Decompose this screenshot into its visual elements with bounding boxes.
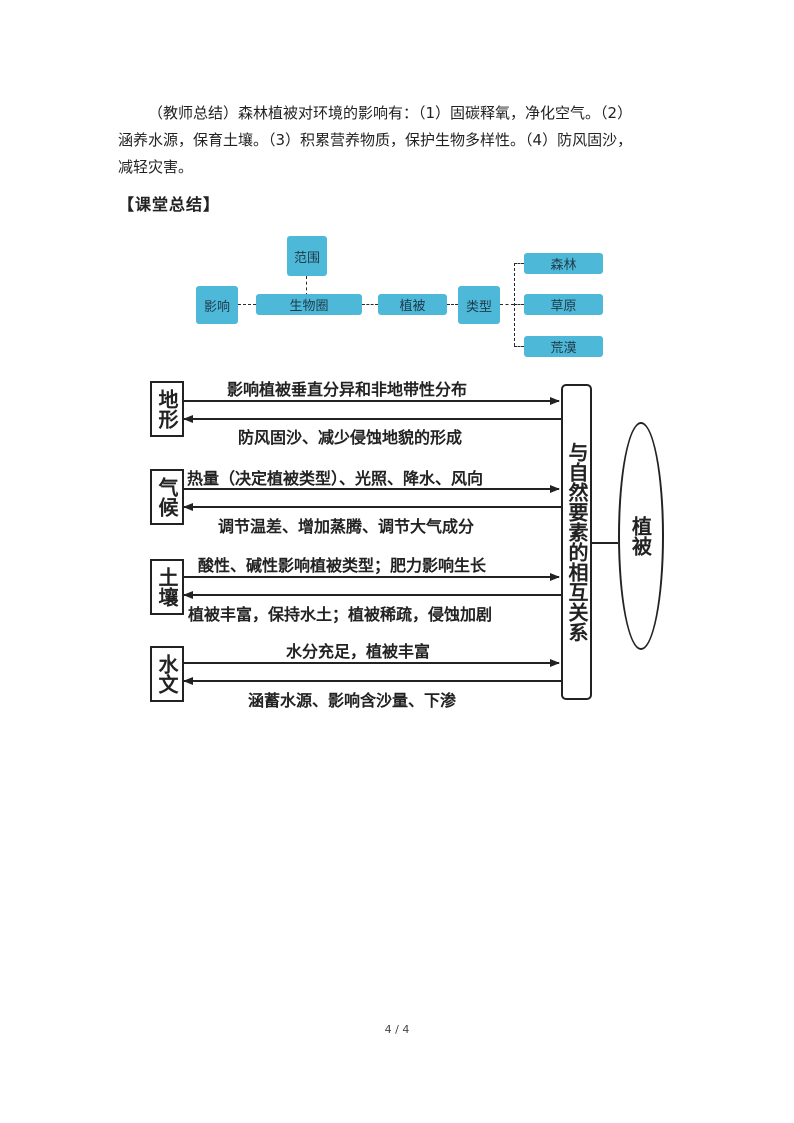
- hydrology-effect-on-vegetation: 水分充足，植被丰富: [286, 642, 431, 661]
- connector-forest: [514, 263, 524, 264]
- factor-soil-label: 土壤: [155, 567, 179, 607]
- soil-effect-on-vegetation: 酸性、碱性影响植被类型；肥力影响生长: [198, 556, 487, 575]
- paragraph-line-2: 涵养水源，保育土壤。（3）积累营养物质，保护生物多样性。（4）防风固沙，: [118, 131, 633, 149]
- vegetation-ellipse: 植被: [618, 422, 664, 650]
- vegetation-effect-on-terrain: 防风固沙、减少侵蚀地貌的形成: [238, 428, 463, 447]
- connector-types: [447, 304, 458, 305]
- box-desert: 荒漠: [524, 336, 603, 357]
- connector-branch: [500, 304, 514, 305]
- factor-hydrology: 水文: [150, 646, 184, 702]
- terrain-effect-on-vegetation: 影响植被垂直分异和非地带性分布: [227, 380, 468, 399]
- connector-vegetation: [362, 304, 378, 305]
- connector-influence: [238, 304, 256, 305]
- factor-terrain-label: 地形: [155, 389, 179, 429]
- box-influence: 影响: [196, 286, 238, 324]
- box-grassland: 草原: [524, 294, 603, 315]
- connector-scope: [306, 276, 307, 296]
- summary-paragraph: （教师总结）森林植被对环境的影响有：（1）固碳释氧，净化空气。（2） 涵养水源，…: [118, 100, 678, 181]
- box-forest: 森林: [524, 253, 603, 274]
- box-vegetation: 植被: [378, 294, 447, 315]
- vegetation-label: 植被: [628, 516, 653, 556]
- vegetation-effect-on-soil: 植被丰富，保持水土；植被稀疏，侵蚀加剧: [188, 605, 493, 624]
- page-number: 4 / 4: [384, 1023, 410, 1036]
- vegetation-effect-on-climate: 调节温差、增加蒸腾、调节大气成分: [218, 517, 475, 536]
- connector-grassland: [514, 304, 524, 305]
- section-title: 【课堂总结】: [118, 195, 221, 214]
- paragraph-line-3: 减轻灾害。: [118, 158, 194, 176]
- paragraph-line-1: （教师总结）森林植被对环境的影响有：（1）固碳释氧，净化空气。（2）: [148, 104, 633, 122]
- climate-effect-on-vegetation: 热量（决定植被类型）、光照、降水、风向: [187, 469, 484, 488]
- box-scope: 范围: [287, 236, 327, 276]
- factor-climate-label: 气候: [155, 477, 179, 517]
- box-biosphere: 生物圈: [256, 294, 362, 315]
- factor-climate: 气候: [150, 469, 184, 525]
- factor-hydrology-label: 水文: [155, 654, 179, 694]
- connector-desert: [514, 346, 524, 347]
- factor-terrain: 地形: [150, 381, 184, 437]
- factor-soil: 土壤: [150, 559, 184, 615]
- vegetation-effect-on-hydrology: 涵蓄水源、影响含沙量、下渗: [248, 691, 457, 710]
- box-types: 类型: [458, 286, 500, 324]
- mutual-relationship-box: 与自然要素的相互关系: [561, 384, 592, 700]
